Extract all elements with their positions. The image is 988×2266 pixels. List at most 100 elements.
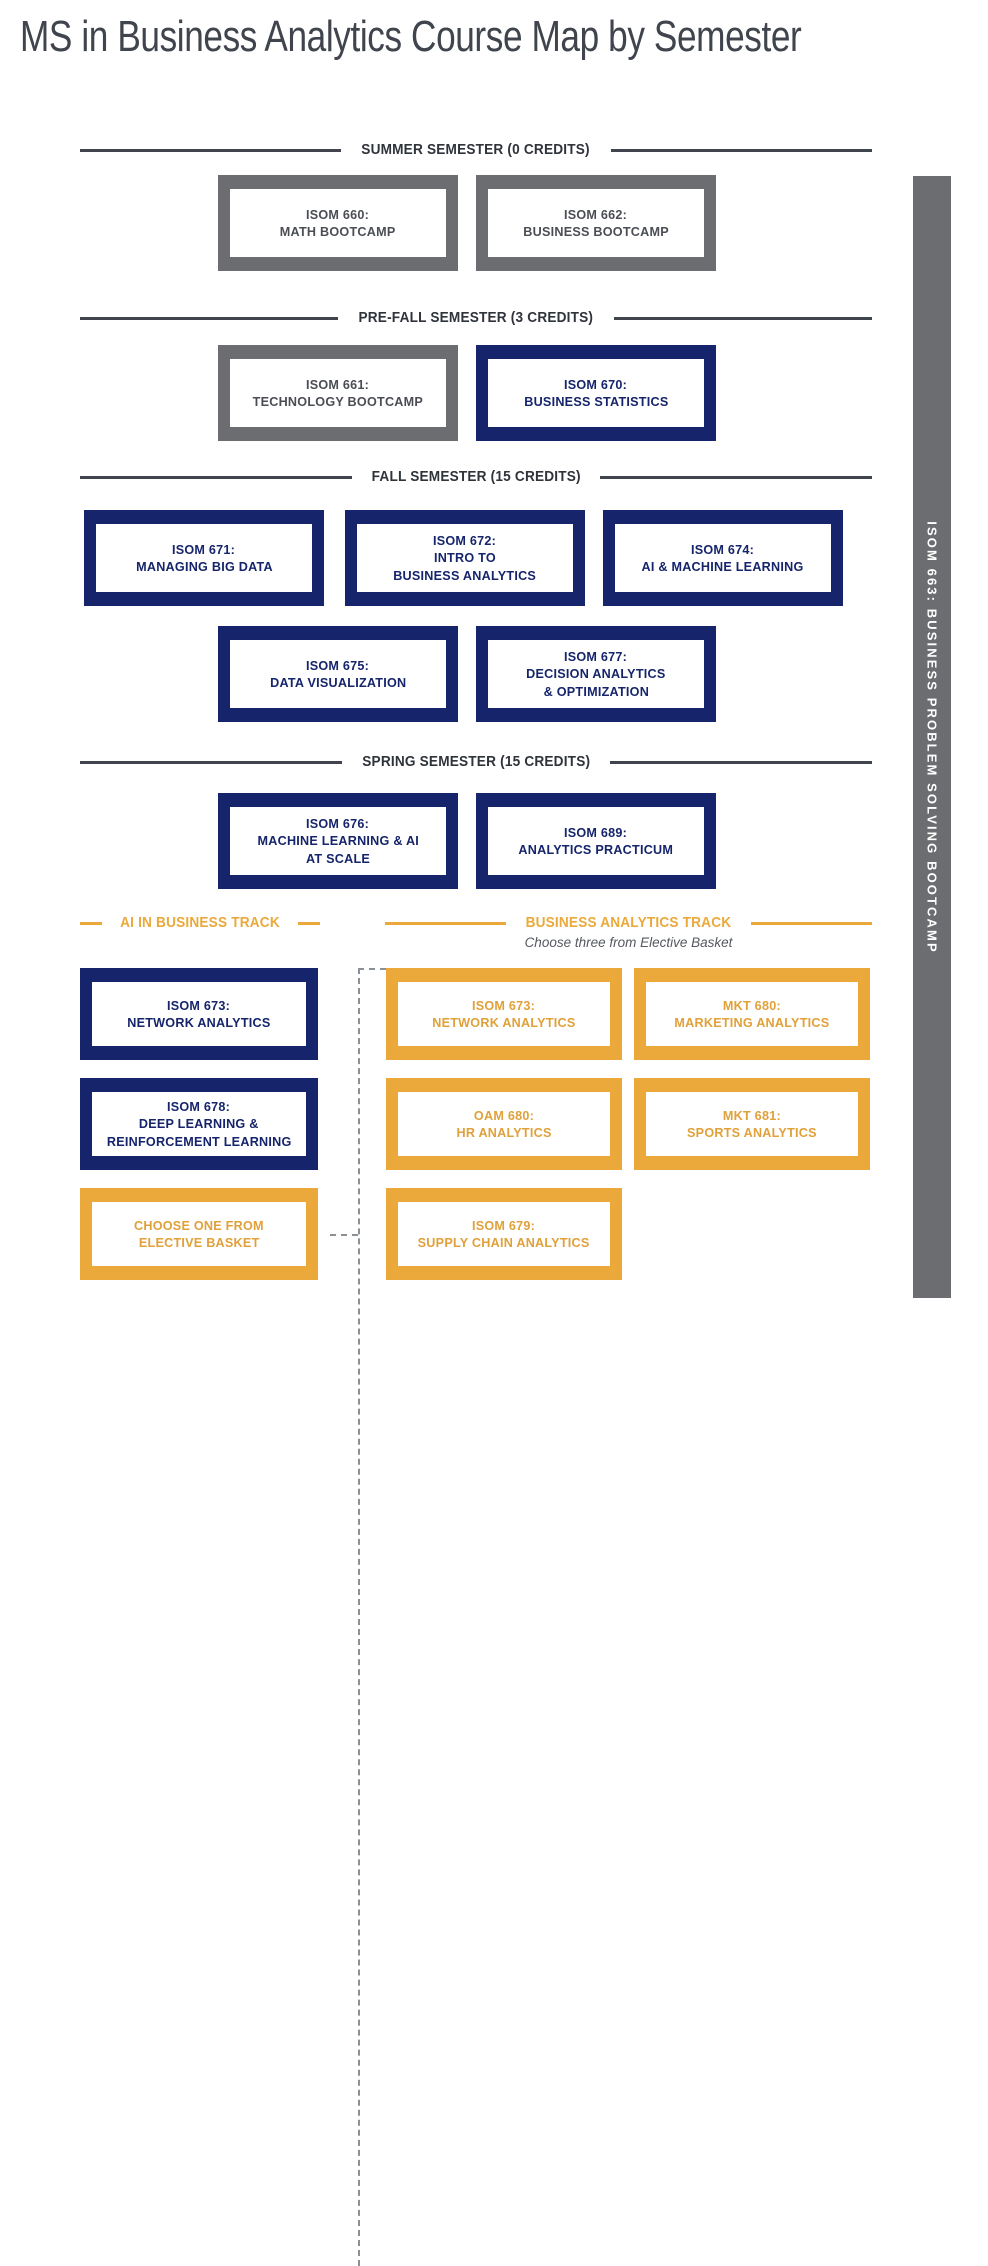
course-box-inner: CHOOSE ONE FROM ELECTIVE BASKET (92, 1202, 306, 1266)
course-name-2: AT SCALE (305, 850, 371, 866)
course-name: MARKETING ANALYTICS (674, 1015, 830, 1030)
course-name: DECISION ANALYTICS (526, 666, 666, 682)
course-code: OAM 680: (473, 1107, 535, 1123)
course-box-inner: ISOM 677: DECISION ANALYTICS & OPTIMIZAT… (488, 640, 704, 708)
divider-line-left (80, 316, 339, 320)
course-box-inner: ISOM 673: NETWORK ANALYTICS (398, 982, 610, 1046)
course-box-inner: ISOM 676: MACHINE LEARNING & AI AT SCALE (230, 807, 446, 875)
course-box-isom-674[interactable]: ISOM 674: AI & MACHINE LEARNING (603, 510, 843, 606)
course-code: ISOM 672: (433, 532, 497, 548)
course-box-isom-675[interactable]: ISOM 675: DATA VISUALIZATION (218, 626, 458, 722)
course-box-ba-oam-680[interactable]: OAM 680: HR ANALYTICS (386, 1078, 622, 1170)
course-name: DEEP LEARNING & (139, 1116, 259, 1132)
course-box-isom-670[interactable]: ISOM 670: BUSINESS STATISTICS (476, 345, 716, 441)
track-header-label: AI IN BUSINESS TRACK (120, 915, 280, 931)
course-name: MANAGING BIG DATA (135, 559, 273, 574)
divider-line-right (750, 921, 872, 925)
sidebar-bootcamp-label: ISOM 663: BUSINESS PROBLEM SOLVING BOOTC… (924, 520, 940, 954)
course-box-isom-671[interactable]: ISOM 671: MANAGING BIG DATA (84, 510, 324, 606)
course-box-inner: ISOM 662: BUSINESS BOOTCAMP (488, 189, 704, 257)
course-box-inner: ISOM 670: BUSINESS STATISTICS (488, 359, 704, 427)
course-code: MKT 680: (722, 997, 781, 1013)
course-box-isom-689[interactable]: ISOM 689: ANALYTICS PRACTICUM (476, 793, 716, 889)
divider-line-right (297, 921, 320, 925)
track-header-label: BUSINESS ANALYTICS TRACK (525, 915, 732, 931)
course-box-isom-660[interactable]: ISOM 660: MATH BOOTCAMP (218, 175, 458, 271)
divider-line-left (80, 475, 352, 479)
course-box-ba-mkt-681[interactable]: MKT 681: SPORTS ANALYTICS (634, 1078, 870, 1170)
course-box-isom-676[interactable]: ISOM 676: MACHINE LEARNING & AI AT SCALE (218, 793, 458, 889)
course-box-ba-mkt-680[interactable]: MKT 680: MARKETING ANALYTICS (634, 968, 870, 1060)
course-code: ISOM 670: (564, 376, 628, 392)
course-box-ba-isom-679[interactable]: ISOM 679: SUPPLY CHAIN ANALYTICS (386, 1188, 622, 1280)
course-box-inner: ISOM 660: MATH BOOTCAMP (230, 189, 446, 257)
course-code: ISOM 689: (564, 824, 628, 840)
course-name: MACHINE LEARNING & AI (257, 833, 419, 849)
track-subtitle-elective-basket: Choose three from Elective Basket (524, 935, 733, 950)
course-box-ai-elective-basket[interactable]: CHOOSE ONE FROM ELECTIVE BASKET (80, 1188, 318, 1280)
page-title: MS in Business Analytics Course Map by S… (20, 12, 802, 61)
course-box-inner: ISOM 675: DATA VISUALIZATION (230, 640, 446, 708)
course-box-isom-677[interactable]: ISOM 677: DECISION ANALYTICS & OPTIMIZAT… (476, 626, 716, 722)
course-name: NETWORK ANALYTICS (127, 1015, 271, 1030)
course-name: SPORTS ANALYTICS (687, 1125, 817, 1140)
course-code: ISOM 673: (472, 997, 536, 1013)
course-name: TECHNOLOGY BOOTCAMP (252, 394, 424, 409)
course-box-isom-672[interactable]: ISOM 672: INTRO TO BUSINESS ANALYTICS (345, 510, 585, 606)
course-code: ISOM 677: (564, 648, 628, 664)
course-box-ai-isom-673[interactable]: ISOM 673: NETWORK ANALYTICS (80, 968, 318, 1060)
course-name: ELECTIVE BASKET (138, 1235, 260, 1250)
course-code: ISOM 676: (306, 815, 370, 831)
course-code: MKT 681: (722, 1107, 781, 1123)
course-name: BUSINESS BOOTCAMP (523, 224, 669, 239)
section-header-prefall: PRE-FALL SEMESTER (3 CREDITS) (80, 310, 873, 326)
course-code: ISOM 661: (306, 376, 370, 392)
course-box-inner: MKT 681: SPORTS ANALYTICS (646, 1092, 858, 1156)
divider-line-right (600, 475, 872, 479)
course-box-inner: ISOM 678: DEEP LEARNING & REINFORCEMENT … (92, 1092, 306, 1156)
elective-basket-connector-foot (330, 1234, 360, 1236)
divider-line-right (613, 316, 873, 320)
course-name: NETWORK ANALYTICS (432, 1015, 576, 1030)
course-box-ai-isom-678[interactable]: ISOM 678: DEEP LEARNING & REINFORCEMENT … (80, 1078, 318, 1170)
course-name-2: REINFORCEMENT LEARNING (106, 1133, 292, 1149)
section-header-label: SPRING SEMESTER (15 CREDITS) (362, 754, 590, 770)
course-name-2: BUSINESS ANALYTICS (393, 567, 537, 583)
divider-line-left (80, 148, 342, 152)
section-header-label: PRE-FALL SEMESTER (3 CREDITS) (358, 310, 594, 326)
track-header-business-analytics: BUSINESS ANALYTICS TRACK (385, 915, 872, 931)
course-code: ISOM 678: (167, 1098, 231, 1114)
course-name: HR ANALYTICS (456, 1125, 552, 1140)
course-code: ISOM 660: (306, 206, 370, 222)
course-name: ANALYTICS PRACTICUM (518, 842, 674, 857)
section-header-label: FALL SEMESTER (15 CREDITS) (371, 469, 581, 485)
course-box-isom-661[interactable]: ISOM 661: TECHNOLOGY BOOTCAMP (218, 345, 458, 441)
course-box-isom-662[interactable]: ISOM 662: BUSINESS BOOTCAMP (476, 175, 716, 271)
sidebar-bootcamp-bar[interactable]: ISOM 663: BUSINESS PROBLEM SOLVING BOOTC… (913, 176, 951, 1298)
section-header-label: SUMMER SEMESTER (0 CREDITS) (361, 142, 591, 158)
course-box-inner: ISOM 661: TECHNOLOGY BOOTCAMP (230, 359, 446, 427)
course-box-inner: MKT 680: MARKETING ANALYTICS (646, 982, 858, 1046)
course-box-inner: ISOM 671: MANAGING BIG DATA (96, 524, 312, 592)
divider-line-right (610, 148, 872, 152)
divider-line-left (80, 760, 342, 764)
course-code: ISOM 679: (472, 1217, 536, 1233)
course-box-inner: ISOM 672: INTRO TO BUSINESS ANALYTICS (357, 524, 573, 592)
course-box-ba-isom-673[interactable]: ISOM 673: NETWORK ANALYTICS (386, 968, 622, 1060)
course-box-inner: ISOM 673: NETWORK ANALYTICS (92, 982, 306, 1046)
course-code: ISOM 671: (172, 541, 236, 557)
section-header-summer: SUMMER SEMESTER (0 CREDITS) (80, 142, 872, 158)
divider-line-left (80, 921, 103, 925)
course-code: ISOM 673: (167, 997, 231, 1013)
course-name: INTRO TO (434, 550, 496, 566)
section-header-spring: SPRING SEMESTER (15 CREDITS) (80, 754, 873, 770)
course-code: CHOOSE ONE FROM (134, 1217, 264, 1233)
course-box-inner: ISOM 674: AI & MACHINE LEARNING (615, 524, 831, 592)
divider-line-right (610, 760, 873, 764)
course-box-inner: ISOM 679: SUPPLY CHAIN ANALYTICS (398, 1202, 610, 1266)
course-box-inner: OAM 680: HR ANALYTICS (398, 1092, 610, 1156)
course-name: DATA VISUALIZATION (269, 675, 407, 690)
connector-bottom-dash (330, 1234, 358, 1236)
course-name-2: & OPTIMIZATION (543, 683, 649, 699)
course-code: ISOM 674: (691, 541, 755, 557)
